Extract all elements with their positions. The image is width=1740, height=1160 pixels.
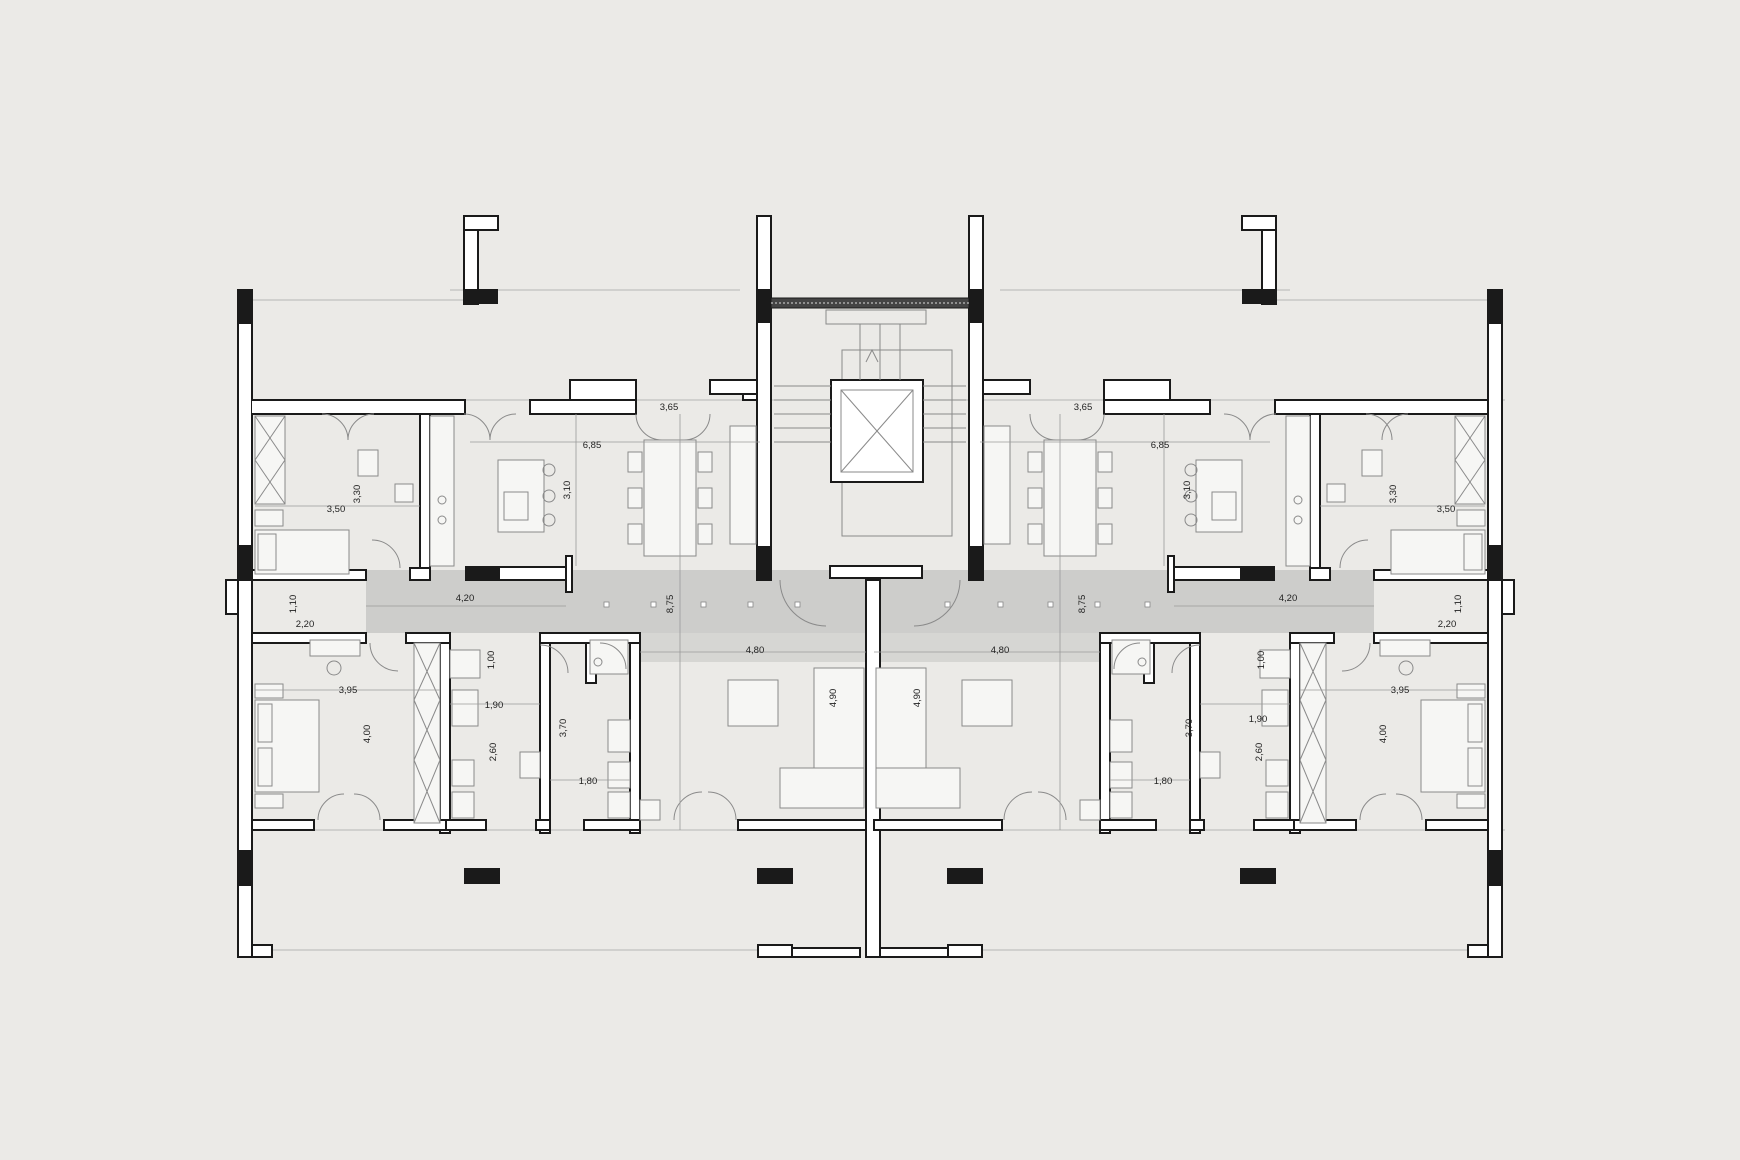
dim-right-bath-d1: 1,00 — [1256, 651, 1267, 670]
dim-right-bedroom-w: 3,95 — [1391, 685, 1410, 696]
dim-left-kitchen-width: 3,65 — [660, 402, 679, 413]
dim-left-living-width: 4,80 — [746, 645, 765, 656]
dim-right-bath-w: 1,90 — [1249, 714, 1268, 725]
dim-right-bath2-d: 3,70 — [1184, 719, 1195, 738]
dim-left-bath2-d: 3,70 — [558, 719, 569, 738]
furniture-right — [875, 415, 1486, 824]
dim-left-bath-w: 1,90 — [485, 700, 504, 711]
dim-right-kitchen-depth: 3,10 — [1182, 481, 1193, 500]
dim-right-corridor-span: 8,75 — [1077, 595, 1088, 614]
dim-right-hall-l: 2,20 — [1438, 619, 1457, 630]
dim-left-corridor-span: 8,75 — [665, 595, 676, 614]
dim-left-hall-l: 2,20 — [296, 619, 315, 630]
walls-right — [873, 215, 1515, 958]
dim-left-hall-w: 1,10 — [288, 595, 299, 614]
dim-right-bedroom-top-w: 3,50 — [1437, 504, 1456, 515]
dim-left-bath2-w: 1,80 — [579, 776, 598, 787]
dim-left-living-depth: 6,85 — [583, 440, 602, 451]
dim-left-corridor-length: 4,20 — [456, 593, 475, 604]
dim-left-kitchen-depth: 3,10 — [562, 481, 573, 500]
dim-right-bedroom-d: 4,00 — [1378, 725, 1389, 744]
dim-right-bedroom-top-d: 3,30 — [1388, 485, 1399, 504]
dim-left-bath-d2: 2,60 — [488, 743, 499, 762]
dim-right-hall-w: 1,10 — [1453, 595, 1464, 614]
dim-left-bedroom-d: 4,00 — [362, 725, 373, 744]
dimensions: 3,65 6,85 3,10 3,50 3,30 4,20 1,10 2,20 … — [255, 402, 1485, 830]
ceiling-lights — [603, 601, 1151, 608]
dim-right-living-d: 4,90 — [912, 689, 923, 708]
dim-right-living-width: 4,80 — [991, 645, 1010, 656]
dim-left-bedroom-top-d: 3,30 — [352, 485, 363, 504]
dim-right-kitchen-width: 3,65 — [1074, 402, 1093, 413]
furniture-left — [254, 415, 865, 824]
dim-right-bath-d2: 2,60 — [1254, 743, 1265, 762]
door-swings — [317, 413, 1423, 821]
dim-left-bedroom-top-w: 3,50 — [327, 504, 346, 515]
stair-core — [770, 297, 970, 537]
dim-left-living-d: 4,90 — [828, 689, 839, 708]
dim-right-living-depth: 6,85 — [1151, 440, 1170, 451]
dim-right-corridor-length: 4,20 — [1279, 593, 1298, 604]
dim-right-bath2-w: 1,80 — [1154, 776, 1173, 787]
dim-left-bath-d1: 1,00 — [486, 651, 497, 670]
dim-left-bedroom-w: 3,95 — [339, 685, 358, 696]
walls-left — [225, 215, 923, 958]
